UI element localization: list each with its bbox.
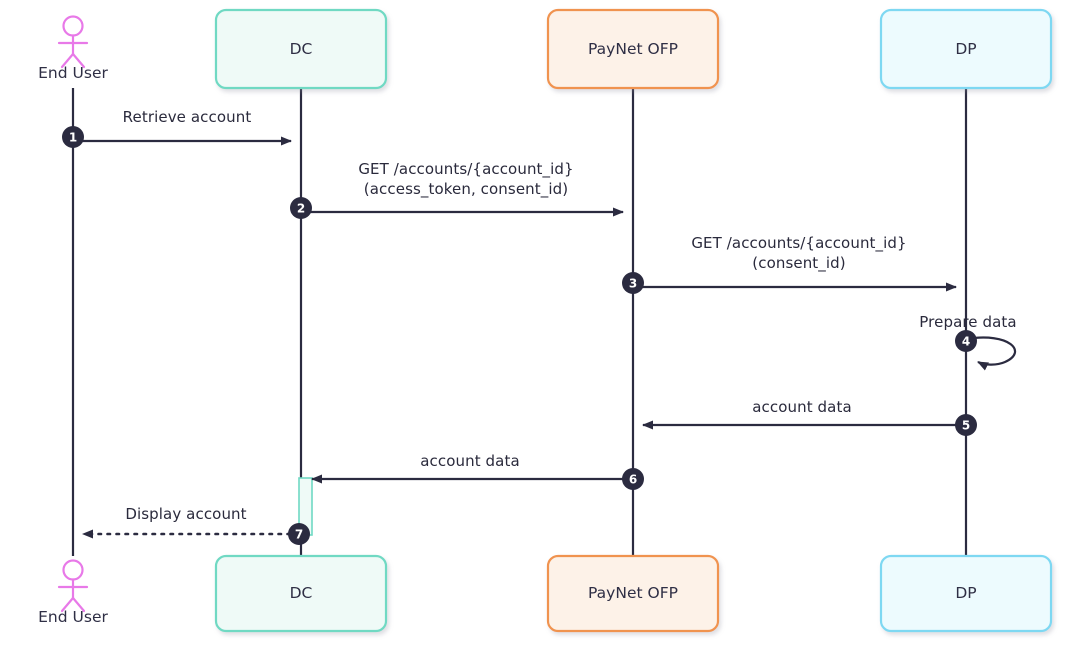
message-3-number: 3: [629, 277, 637, 291]
message-6-label-line-1: account data: [420, 452, 520, 470]
lifelines-group: [71, 88, 968, 556]
message-4-self-loop-arrow: [965, 336, 1017, 371]
message-2-label-line-2: (access_token, consent_id): [364, 180, 568, 199]
message-5[interactable]: account data 5: [642, 398, 977, 436]
message-3[interactable]: GET /accounts/{account_id} (consent_id) …: [622, 234, 957, 294]
participant-box-dc-top[interactable]: DC: [214, 8, 388, 90]
message-4-label-line-1: Prepare data: [919, 313, 1016, 331]
message-6[interactable]: account data 6: [311, 452, 644, 490]
participant-box-dp-top[interactable]: DP: [879, 8, 1053, 90]
participant-label-paynet-top: PayNet OFP: [588, 40, 678, 58]
message-1-badge: [62, 126, 84, 148]
actor-label-bottom: End User: [38, 608, 108, 626]
message-2-label-line-1: GET /accounts/{account_id}: [358, 160, 573, 179]
participant-label-paynet-bottom: PayNet OFP: [588, 584, 678, 602]
message-7-badge: [288, 523, 310, 545]
message-5-label-line-1: account data: [752, 398, 852, 416]
message-2-number: 2: [297, 202, 305, 216]
message-6-number: 6: [629, 473, 637, 487]
message-5-badge: [955, 414, 977, 436]
message-1-number: 1: [69, 131, 77, 145]
participant-boxes-bottom: DC PayNet OFP DP: [214, 554, 1053, 633]
participant-label-dp-bottom: DP: [955, 584, 976, 602]
actor-stick-figure-icon: [57, 15, 89, 69]
message-3-label-line-1: GET /accounts/{account_id}: [691, 234, 906, 253]
message-4-number: 4: [962, 335, 970, 349]
message-3-label-line-2: (consent_id): [752, 254, 845, 273]
participant-label-dc-top: DC: [290, 40, 313, 58]
message-2-badge: [290, 197, 312, 219]
participant-box-paynet-top[interactable]: PayNet OFP: [546, 8, 720, 90]
actor-end-user-bottom[interactable]: End User: [38, 559, 108, 627]
message-1[interactable]: Retrieve account 1: [62, 108, 292, 148]
actor-end-user-top[interactable]: End User: [38, 15, 108, 83]
participant-label-dp-top: DP: [955, 40, 976, 58]
participant-label-dc-bottom: DC: [290, 584, 313, 602]
participant-boxes-top: DC PayNet OFP DP: [214, 8, 1053, 90]
actor-label-top: End User: [38, 64, 108, 82]
message-5-number: 5: [962, 419, 970, 433]
message-2[interactable]: GET /accounts/{account_id} (access_token…: [290, 160, 624, 219]
message-7-number: 7: [295, 528, 303, 542]
message-6-badge: [622, 468, 644, 490]
message-3-badge: [622, 272, 644, 294]
message-1-label-line-1: Retrieve account: [123, 108, 252, 126]
participant-box-dc-bottom[interactable]: DC: [214, 554, 388, 633]
actor-stick-figure-icon-bottom: [57, 559, 89, 613]
message-7-label-line-1: Display account: [125, 505, 246, 523]
message-4-badge: [955, 330, 977, 352]
participant-box-dp-bottom[interactable]: DP: [879, 554, 1053, 633]
message-7[interactable]: Display account 7: [81, 505, 310, 545]
participant-box-paynet-bottom[interactable]: PayNet OFP: [546, 554, 720, 633]
message-4[interactable]: Prepare data 4: [919, 313, 1017, 371]
